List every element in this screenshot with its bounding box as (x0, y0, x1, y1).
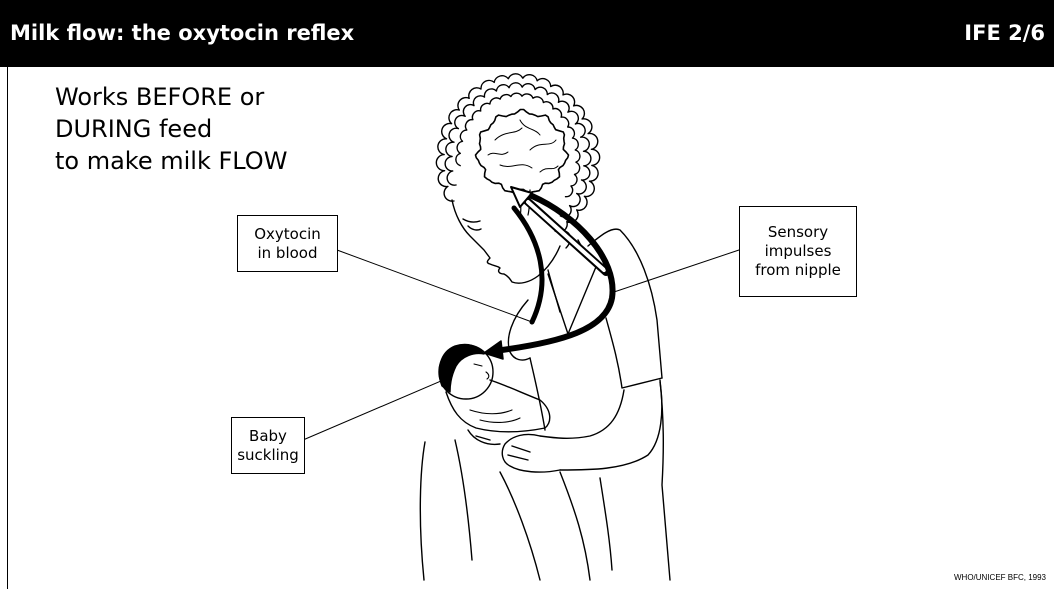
label-line: in blood (238, 244, 337, 263)
label-line: suckling (232, 446, 304, 465)
baby-leader-line (303, 378, 448, 440)
brain-folds (488, 120, 558, 172)
label-line: Sensory (740, 223, 856, 242)
mother-arm-inner (540, 390, 624, 438)
mother-arm-outer (560, 382, 662, 470)
mother-supporting-hand (468, 430, 500, 444)
label-line: impulses (740, 242, 856, 261)
brain-outline (476, 110, 569, 193)
dress-sleeve (606, 318, 662, 388)
label-line: from nipple (740, 261, 856, 280)
lap-fold (500, 472, 540, 580)
source-credit: WHO/UNICEF BFC, 1993 (954, 573, 1046, 582)
label-line: Baby (232, 427, 304, 446)
dress-fold (600, 478, 612, 570)
label-line: Oxytocin (238, 225, 337, 244)
lap-fold (455, 440, 472, 560)
oxytocin-label-box: Oxytocin in blood (237, 215, 338, 272)
mother-eyebrow (463, 219, 480, 222)
mother-face (452, 200, 570, 283)
baby-hair (439, 344, 484, 392)
chair-edge (420, 442, 425, 580)
mother-hair-inner (456, 93, 580, 196)
oxytocin-arrow-inner-shaft (514, 208, 542, 322)
oxytocin-leader-line (337, 250, 532, 322)
oxytocin-arrowhead (484, 341, 503, 359)
sensory-impulse-arrow (511, 187, 606, 272)
mother-torso-front (530, 358, 545, 430)
mother-hand (502, 434, 560, 472)
baby-blanket-folds (470, 410, 520, 422)
sensory-leader-line (614, 250, 739, 292)
baby-label-box: Baby suckling (231, 417, 305, 474)
baby (439, 344, 550, 431)
sensory-label-box: Sensory impulses from nipple (739, 206, 857, 297)
baby-face (474, 364, 489, 379)
lap-fold (560, 472, 590, 580)
mother-eye (468, 226, 481, 230)
mother-head (436, 74, 599, 232)
oxytocin-arrow-shaft (502, 196, 613, 350)
